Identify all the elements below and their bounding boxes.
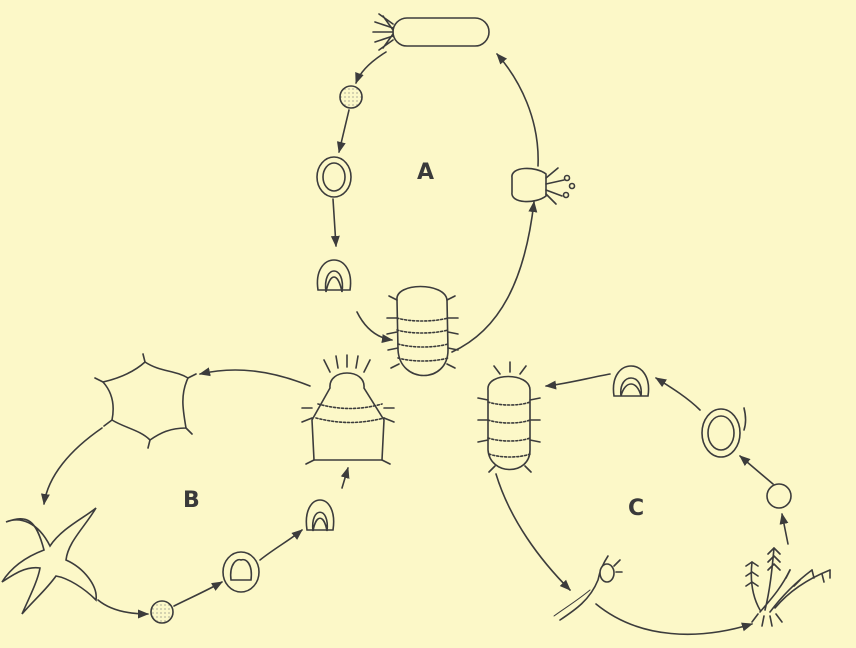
cycle-c-stalked-juvenile [553,555,623,621]
cycle-a-larva [386,285,459,377]
cycle-c-blastula [701,407,747,458]
cycle-a-gastrula [316,259,352,293]
cycle-c-adult-crinoid [745,547,831,627]
cycle-b-juvenile-star [94,353,197,449]
cycle-b-egg [150,600,174,624]
cycle-b-gastrula [305,499,335,532]
cycle-b-adult-star [1,507,97,615]
cycle-c-egg [766,483,792,509]
cycle-label-a: A [417,160,435,185]
cycle-a-egg [339,85,363,109]
cycle-c-larva [477,361,541,473]
cycle-a-young-polyp [511,167,576,205]
cycle-b-blastula [222,551,260,593]
cycle-c-gastrula [612,365,650,397]
cycle-b-larva [301,354,395,465]
cycle-a-adult [372,13,490,51]
cycle-a-blastula [316,156,352,198]
cycle-label-c: C [628,496,645,521]
cycle-label-b: B [183,488,200,513]
